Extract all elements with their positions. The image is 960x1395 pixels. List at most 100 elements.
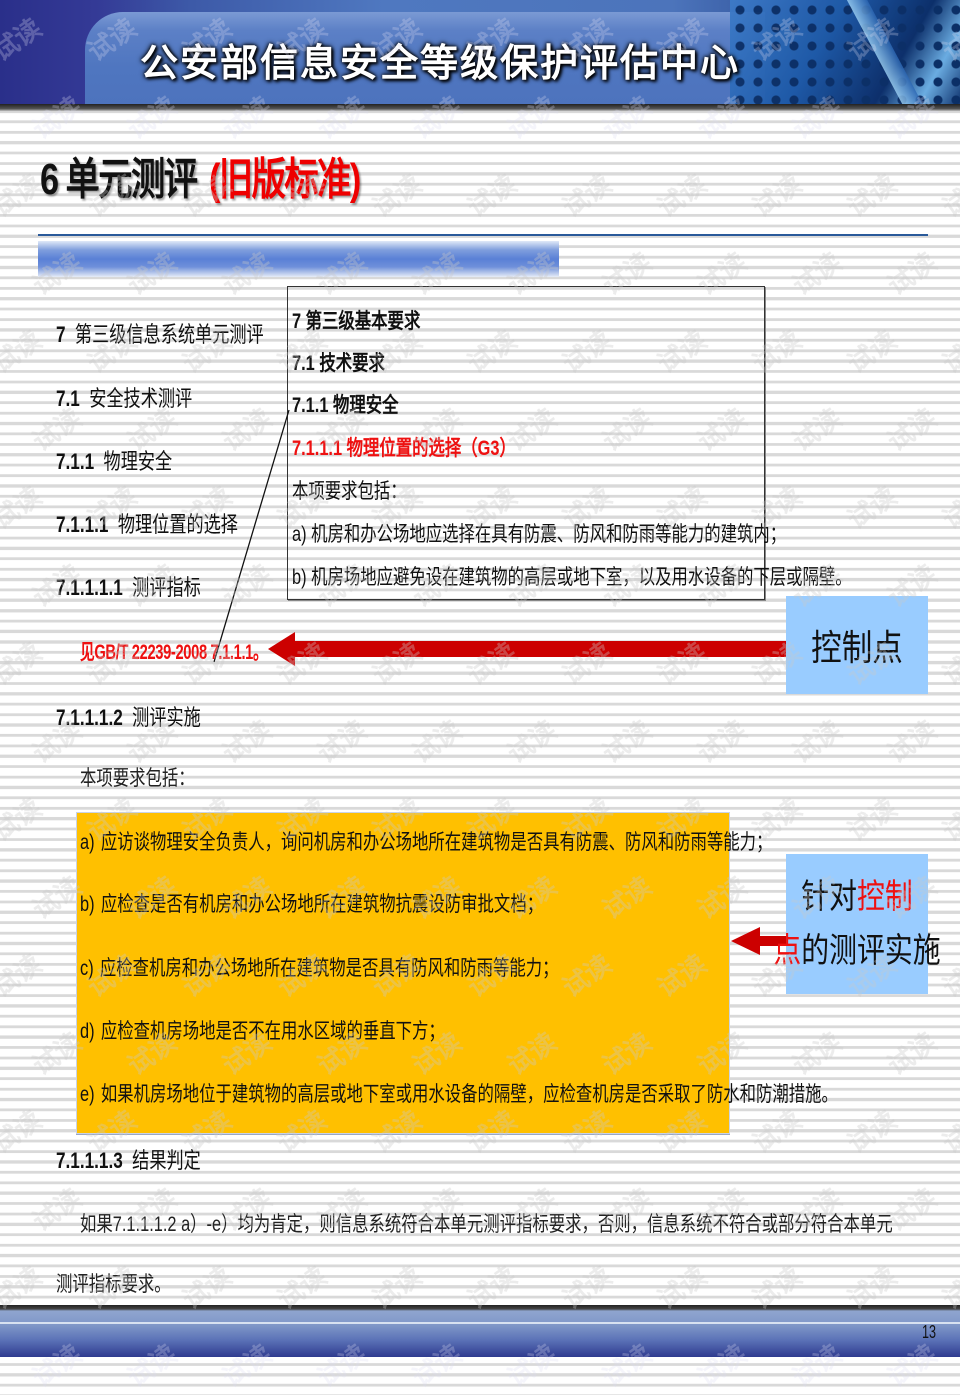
footer-rule (0, 1322, 960, 1324)
watermark-text: 试读 (0, 793, 48, 848)
control-point-callout: 控制点 (786, 596, 928, 694)
footer-banner (0, 1305, 960, 1357)
implementation-heading: 7.1.1.1.2 测评实施 (56, 700, 201, 732)
watermark-text: 试读 (787, 247, 848, 302)
watermark-text: 试读 (937, 1105, 960, 1160)
item-text: 应检查是否有机房和办公场地所在建筑物抗震设防审批文档； (100, 893, 544, 916)
page-title-main: 6 单元测评 (40, 155, 198, 204)
requirement-heading: 7 第三级基本要求 (292, 310, 421, 333)
watermark-text: 试读 (462, 169, 523, 224)
watermark-text: 试读 (937, 637, 960, 692)
organization-title: 公安部信息安全等级保护评估中心 (140, 40, 741, 85)
item-marker: a) (80, 831, 95, 854)
watermark-text: 试读 (882, 247, 943, 302)
watermark-text: 试读 (0, 949, 48, 1004)
watermark-text: 试读 (787, 1027, 848, 1082)
control-point-label: 控制点 (811, 627, 903, 668)
section-label: 结果判定 (132, 1148, 201, 1173)
item-text: 应访谈物理安全负责人，询问机房和办公场地所在建筑物是否具有防震、防风和防雨等能力… (100, 831, 773, 854)
implementation-intro: 本项要求包括： (80, 767, 195, 790)
section-number: 7.1.1.1.2 (56, 705, 123, 730)
implementation-items-box (76, 812, 730, 1134)
header-divider (0, 104, 960, 112)
outline-number: 7.1 (56, 386, 80, 411)
watermark-text: 试读 (787, 715, 848, 770)
requirement-heading: 7.1 技术要求 (292, 352, 385, 375)
callout-text: 的测评实施 (801, 932, 941, 970)
watermark-text: 试读 (842, 325, 903, 380)
watermark-text: 试读 (597, 715, 658, 770)
outline-label: 第三级信息系统单元测评 (74, 322, 264, 347)
watermark-text: 试读 (0, 481, 48, 536)
outline-label: 测评指标 (132, 575, 201, 600)
watermark-text: 试读 (937, 325, 960, 380)
title-gradient-bar (38, 241, 559, 277)
outline-label: 安全技术测评 (89, 386, 193, 411)
outline-label: 物理位置的选择 (117, 512, 238, 537)
item-text: 应检查机房场地是否不在用水区域的垂直下方； (100, 1020, 445, 1043)
result-heading: 7.1.1.1.3 结果判定 (56, 1143, 201, 1175)
item-marker: c) (80, 957, 94, 980)
outline-item: 7.1.1.1 物理位置的选择 (56, 507, 238, 539)
implementation-item: e)如果机房场地位于建筑物的高层或地下室或用水设备的隔壁，应检查机房是否采取了防… (80, 1078, 838, 1108)
watermark-text: 试读 (407, 715, 468, 770)
header-panel (85, 12, 765, 104)
section-label: 测评实施 (132, 705, 201, 730)
callout-text-highlight: 点 (773, 932, 802, 970)
outline-number: 7.1.1.1 (56, 512, 109, 537)
implementation-item: b)应检查是否有机房和办公场地所在建筑物抗震设防审批文档； (80, 888, 543, 918)
watermark-text: 试读 (367, 169, 428, 224)
implementation-item: a)应访谈物理安全负责人，询问机房和办公场地所在建筑物是否具有防震、防风和防雨等… (80, 826, 772, 856)
watermark-text: 试读 (842, 793, 903, 848)
implementation-item: d)应检查机房场地是否不在用水区域的垂直下方； (80, 1015, 445, 1045)
watermark-text: 试读 (882, 1027, 943, 1082)
item-text: 应检查机房和办公场地所在建筑物是否具有防风和防雨等能力； (99, 957, 559, 980)
result-text: 如果7.1.1.1.2 a）-e）均为肯定，则信息系统符合本单元测评指标要求，否… (80, 1213, 893, 1236)
watermark-text: 试读 (937, 169, 960, 224)
implementation-callout: 针对控制 点的测评实施 (773, 854, 941, 994)
standard-reference: 见GB/T 22239-2008 7.1.1.1。 (80, 641, 268, 664)
arrow-left-icon (268, 632, 787, 666)
watermark-text: 试读 (367, 637, 428, 692)
page-number: 13 (922, 1322, 937, 1342)
watermark-text: 试读 (747, 169, 808, 224)
watermark-text: 试读 (272, 637, 333, 692)
watermark-text: 试读 (842, 169, 903, 224)
watermark-text: 试读 (217, 403, 278, 458)
watermark-text: 试读 (882, 403, 943, 458)
callout-line: 针对控制 (801, 870, 913, 924)
section-number: 7.1.1.1.3 (56, 1148, 123, 1173)
outline-item: 7 第三级信息系统单元测评 (56, 317, 264, 349)
watermark-text: 试读 (882, 715, 943, 770)
requirement-heading-highlight: 7.1.1.1 物理位置的选择（G3） (292, 437, 516, 460)
outline-number: 7.1.1 (56, 449, 95, 474)
callout-line: 点的测评实施 (773, 924, 940, 978)
requirement-item: b) 机房场地应避免设在建筑物的高层或地下室，以及用水设备的下层或隔壁。 (292, 566, 852, 589)
watermark-text: 试读 (0, 325, 48, 380)
item-marker: e) (80, 1083, 95, 1106)
header-decoration-image (730, 0, 960, 108)
requirement-heading: 7.1.1 物理安全 (292, 394, 399, 417)
item-marker: d) (80, 1020, 95, 1043)
watermark-text: 试读 (557, 169, 618, 224)
watermark-text: 试读 (842, 1105, 903, 1160)
title-rule (38, 234, 928, 236)
watermark-text: 试读 (312, 715, 373, 770)
watermark-text: 试读 (0, 1105, 48, 1160)
header-banner: 公安部信息安全等级保护评估中心 (0, 0, 960, 112)
watermark-text: 试读 (652, 637, 713, 692)
result-text-continued: 测评指标要求。 (56, 1273, 171, 1296)
outline-number: 7 (56, 322, 66, 347)
item-marker: b) (80, 893, 95, 916)
page-title-highlight: (旧版标准) (209, 155, 361, 204)
watermark-text: 试读 (842, 481, 903, 536)
watermark-text: 试读 (692, 715, 753, 770)
outline-item: 7.1 安全技术测评 (56, 381, 192, 413)
requirement-intro: 本项要求包括： (292, 480, 407, 503)
page-title: 6 单元测评(旧版标准) (40, 143, 361, 207)
callout-text-highlight: 控制 (857, 878, 913, 916)
watermark-text: 试读 (652, 169, 713, 224)
watermark-text: 试读 (27, 1183, 88, 1238)
